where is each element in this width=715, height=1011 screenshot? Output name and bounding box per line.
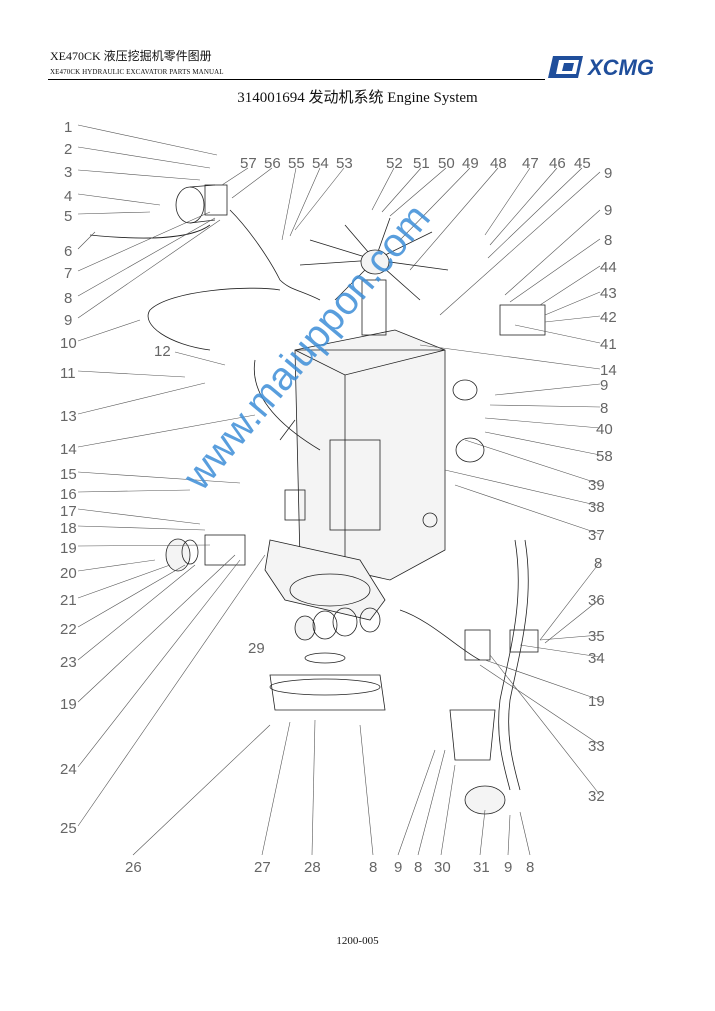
callout-6: 6 [64, 243, 72, 260]
engine-block-illustration [264, 329, 485, 621]
callout-44: 44 [600, 259, 617, 276]
callout-56: 56 [264, 155, 281, 172]
callout-52: 52 [386, 155, 403, 172]
callout-23: 23 [60, 654, 77, 671]
callout-25: 25 [60, 820, 77, 837]
callout-21: 21 [60, 592, 77, 609]
callout-8: 8 [64, 290, 72, 307]
callout-5: 5 [64, 208, 72, 225]
callout-36: 36 [588, 592, 605, 609]
callout-b-8a: 8 [369, 859, 377, 876]
callout-57: 57 [240, 155, 257, 172]
pulley-illustration [165, 534, 381, 641]
callout-9: 9 [64, 312, 72, 329]
callout-22: 22 [60, 621, 77, 638]
callout-16: 16 [60, 486, 77, 503]
callout-1: 1 [64, 119, 72, 136]
callout-46: 46 [549, 155, 566, 172]
callout-30: 30 [434, 859, 451, 876]
callout-19: 19 [60, 540, 77, 557]
callout-10: 10 [60, 335, 77, 352]
callout-37: 37 [588, 527, 605, 544]
callout-42: 42 [600, 309, 617, 326]
callout-54: 54 [312, 155, 329, 172]
page-title: 314001694 发动机系统 Engine System [237, 90, 478, 106]
callout-49: 49 [462, 155, 479, 172]
callout-20: 20 [60, 565, 77, 582]
callout-19b: 19 [60, 696, 77, 713]
callout-r-8b: 8 [600, 400, 608, 417]
hoses-illustration [89, 209, 529, 791]
callout-50: 50 [438, 155, 455, 172]
callout-35: 35 [588, 628, 605, 645]
bracket-illustration [449, 304, 546, 815]
callout-4: 4 [64, 188, 72, 205]
callout-40: 40 [596, 421, 613, 438]
callout-2: 2 [64, 141, 72, 158]
callout-34: 34 [588, 650, 605, 667]
header-rule [48, 79, 545, 80]
guard-plate-illustration [269, 652, 386, 711]
callout-29: 29 [248, 640, 265, 657]
callout-55: 55 [288, 155, 305, 172]
callout-15: 15 [60, 466, 77, 483]
callout-32: 32 [588, 788, 605, 805]
callout-51: 51 [413, 155, 430, 172]
manual-title-cn: XE470CK 液压挖掘机零件图册 [50, 49, 212, 63]
callout-48: 48 [490, 155, 507, 172]
callout-24: 24 [60, 761, 77, 778]
callout-r-19: 19 [588, 693, 605, 710]
callout-53: 53 [336, 155, 353, 172]
callout-26: 26 [125, 859, 142, 876]
callout-28: 28 [304, 859, 321, 876]
callout-r-9a: 9 [604, 165, 612, 182]
callout-33: 33 [588, 738, 605, 755]
callout-14: 14 [60, 441, 77, 458]
callout-41: 41 [600, 336, 617, 353]
callout-27: 27 [254, 859, 271, 876]
callout-12: 12 [154, 343, 171, 360]
callout-r-14: 14 [600, 362, 617, 379]
callout-b-8c: 8 [526, 859, 534, 876]
callout-45: 45 [574, 155, 591, 172]
callout-11: 11 [60, 365, 76, 382]
callout-r-9c: 9 [600, 377, 608, 394]
callout-47: 47 [522, 155, 539, 172]
leader-lines [77, 124, 601, 856]
callout-r-8a: 8 [604, 232, 612, 249]
manual-title-en: XE470CK HYDRAULIC EXCAVATOR PARTS MANUAL [50, 68, 224, 76]
callout-r-9b: 9 [604, 202, 612, 219]
callout-18: 18 [60, 520, 77, 537]
callout-31: 31 [473, 859, 490, 876]
callout-39: 39 [588, 477, 605, 494]
fan-illustration [299, 217, 449, 336]
callout-58: 58 [596, 448, 613, 465]
callout-b-8b: 8 [414, 859, 422, 876]
callout-7: 7 [64, 265, 72, 282]
logo-text: XCMG [586, 55, 654, 80]
callout-r-8c: 8 [594, 555, 602, 572]
callout-17: 17 [60, 503, 77, 520]
callout-3: 3 [64, 164, 72, 181]
callout-b-9b: 9 [504, 859, 512, 876]
callout-38: 38 [588, 499, 605, 516]
starter-motor-illustration [175, 184, 228, 224]
xcmg-logo: XCMG [548, 55, 654, 80]
callout-43: 43 [600, 285, 617, 302]
callout-b-9a: 9 [394, 859, 402, 876]
callout-13: 13 [60, 408, 77, 425]
page-number: 1200-005 [336, 935, 379, 947]
